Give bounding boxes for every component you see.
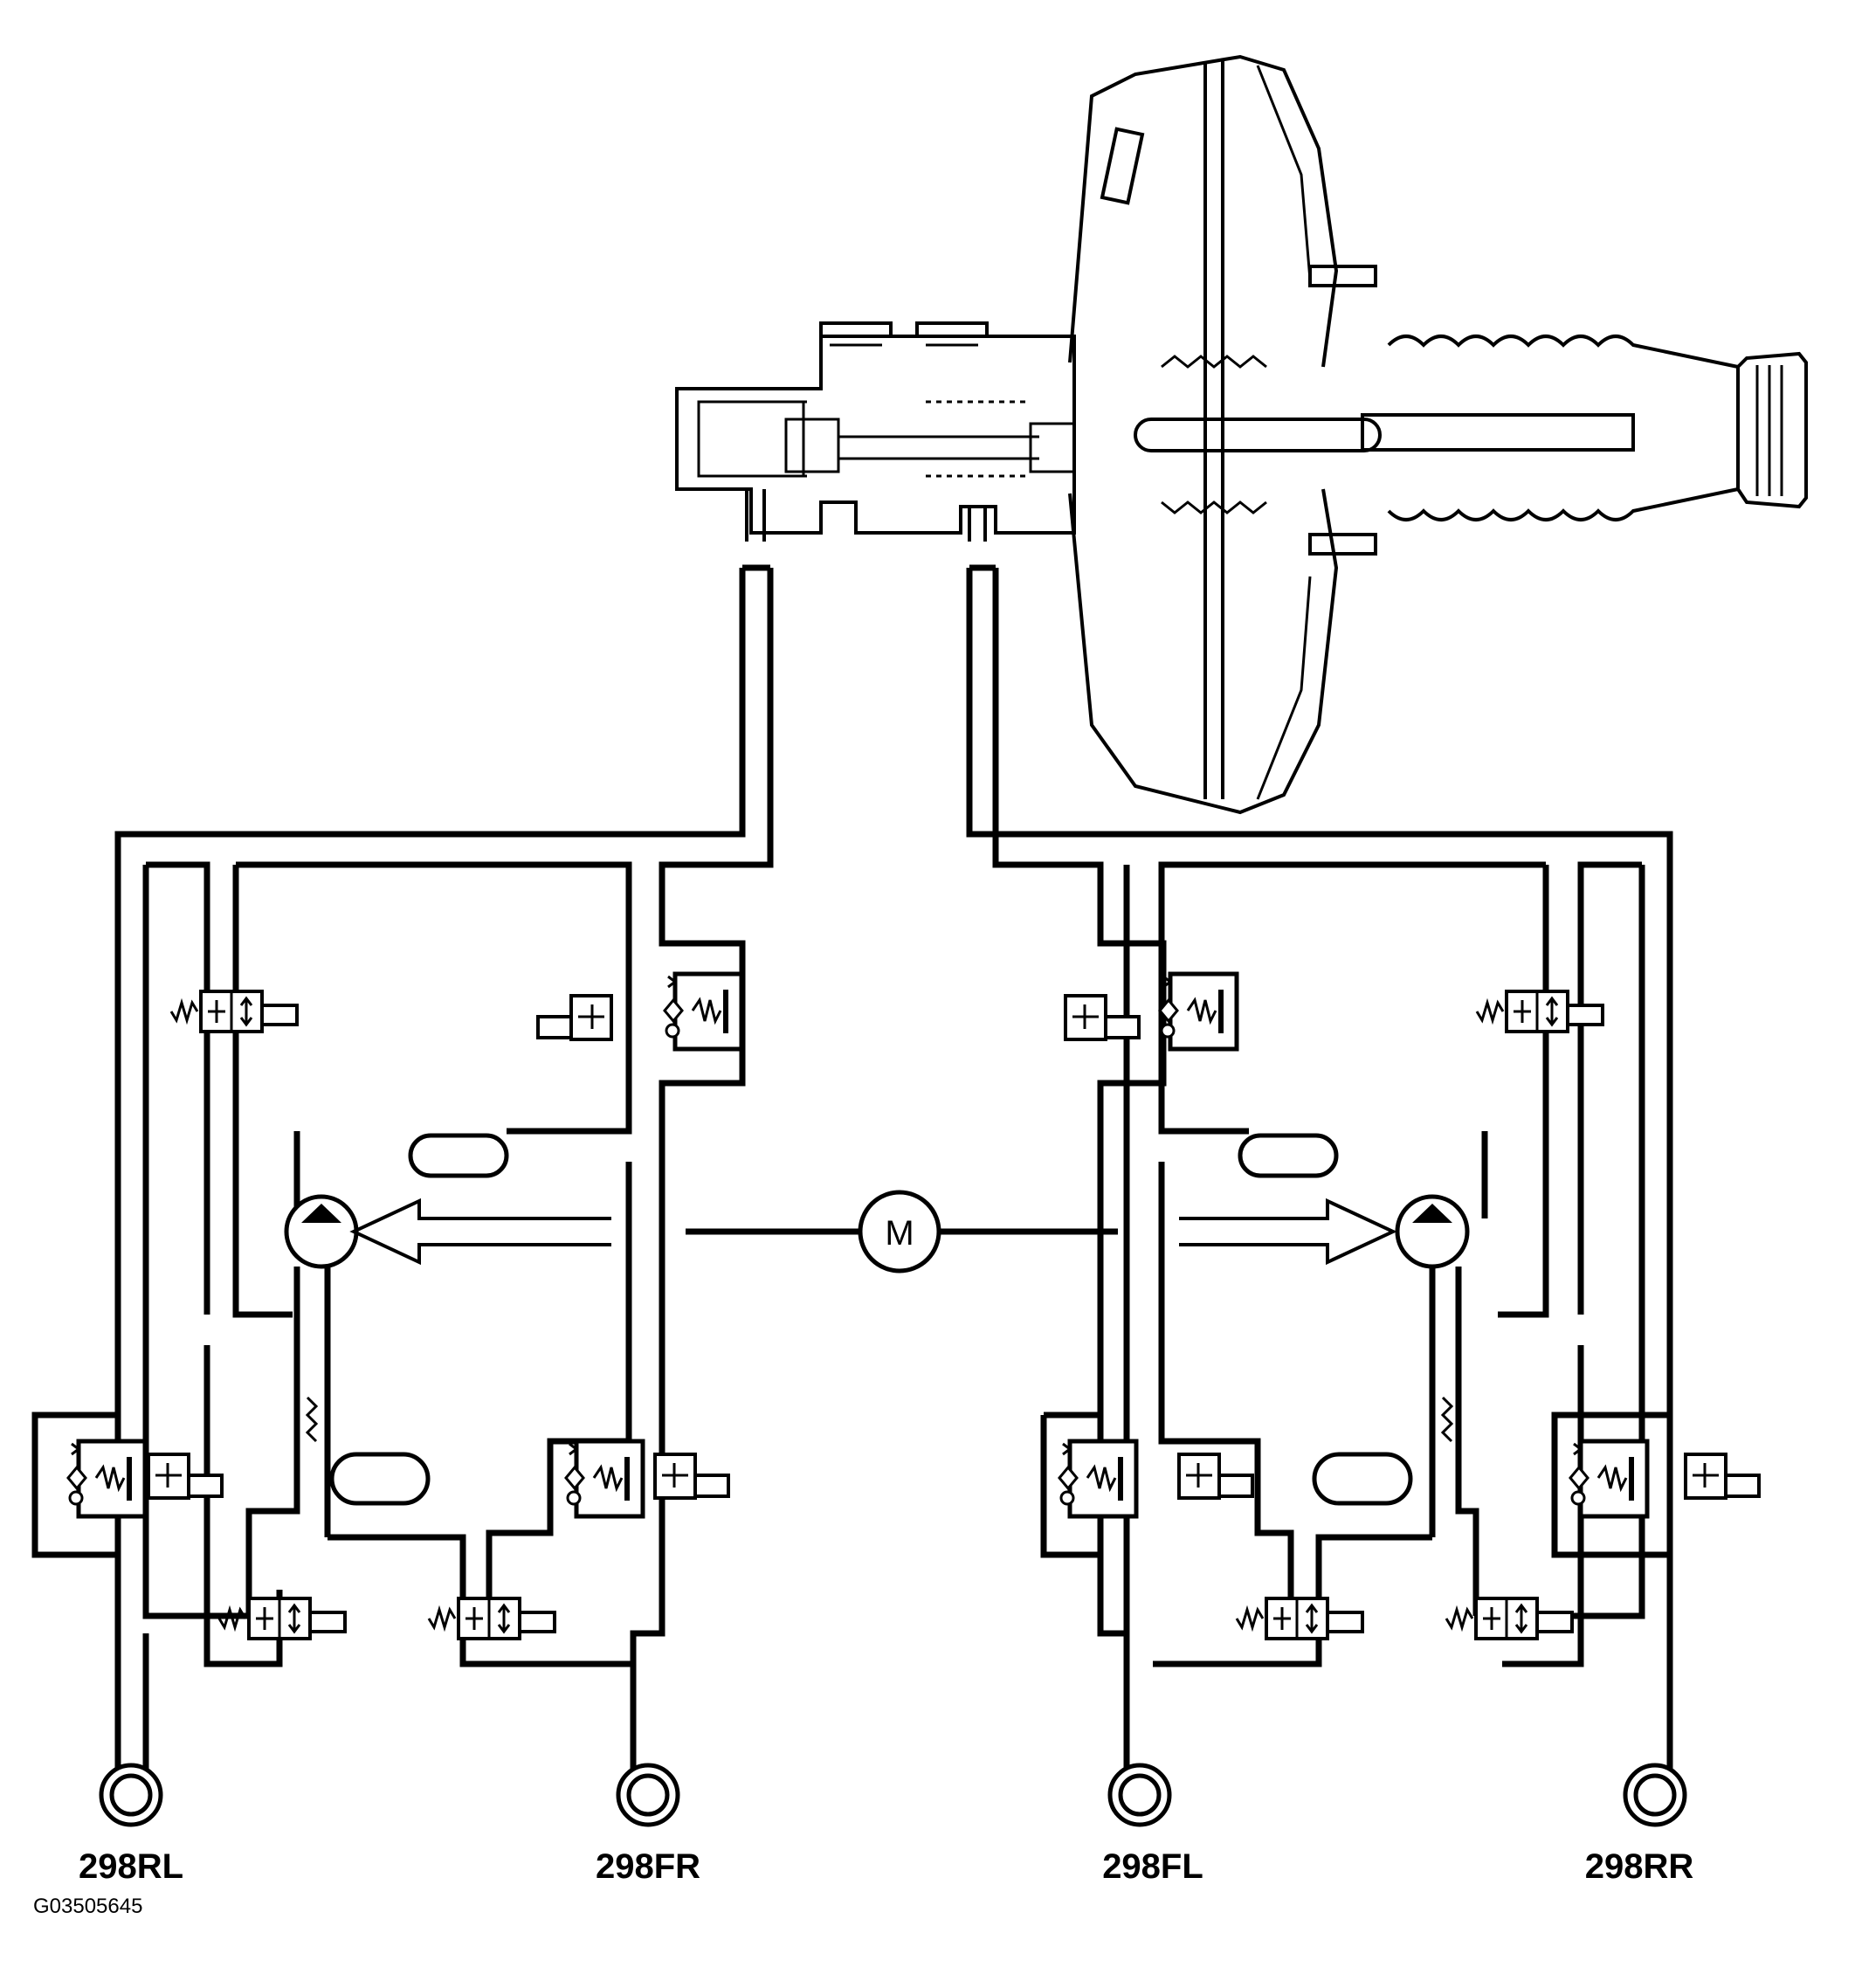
damper-chamber-right-top xyxy=(1238,1133,1339,1178)
pump-motor: M xyxy=(686,1190,1118,1274)
isolation-valve-left xyxy=(536,994,613,1041)
figure-code: G03505645 xyxy=(33,1895,142,1918)
pump-right xyxy=(1395,1194,1470,1269)
valve-right-fl xyxy=(1177,1453,1254,1500)
valve-left-fr xyxy=(653,1453,730,1500)
check-valve-left-rl xyxy=(68,1441,145,1516)
wheel-label-fl: 298FL xyxy=(1102,1847,1203,1886)
brake-booster-master-cylinder xyxy=(675,54,1808,815)
wheel-label-rl: 298RL xyxy=(79,1847,183,1886)
outlet-valve-fl xyxy=(1235,1597,1364,1640)
outlet-valve-rr xyxy=(1445,1597,1574,1640)
check-valve-left-top xyxy=(665,974,741,1049)
valve-right-rr xyxy=(1684,1453,1761,1500)
wheel-port-rr: 298RR xyxy=(1585,1763,1694,1886)
outlet-valve-rl xyxy=(217,1597,347,1640)
outlet-valve-fr xyxy=(427,1597,556,1640)
wheel-port-rl: 298RL xyxy=(79,1763,183,1886)
check-valve-left-fr xyxy=(566,1441,643,1516)
motor-circle xyxy=(858,1190,941,1274)
wheel-port-fl: 298FL xyxy=(1102,1763,1203,1886)
check-valve-right-fl xyxy=(1059,1441,1136,1516)
check-valve-right-top xyxy=(1160,974,1237,1049)
left-brake-circuit xyxy=(31,564,774,1773)
check-valve-right-rr xyxy=(1570,1441,1647,1516)
right-brake-circuit xyxy=(966,564,1761,1773)
wheel-label-fr: 298FR xyxy=(596,1847,700,1886)
wheel-port-fr: 298FR xyxy=(596,1763,700,1886)
low-pressure-accumulator-right xyxy=(1312,1452,1413,1506)
low-pressure-accumulator-left xyxy=(329,1452,431,1506)
valve-left-rl xyxy=(147,1453,224,1500)
wheel-label-rr: 298RR xyxy=(1585,1847,1694,1886)
inlet-valve-left xyxy=(169,990,299,1033)
damper-chamber-left-top xyxy=(408,1133,509,1178)
motor-label: M xyxy=(885,1214,914,1253)
